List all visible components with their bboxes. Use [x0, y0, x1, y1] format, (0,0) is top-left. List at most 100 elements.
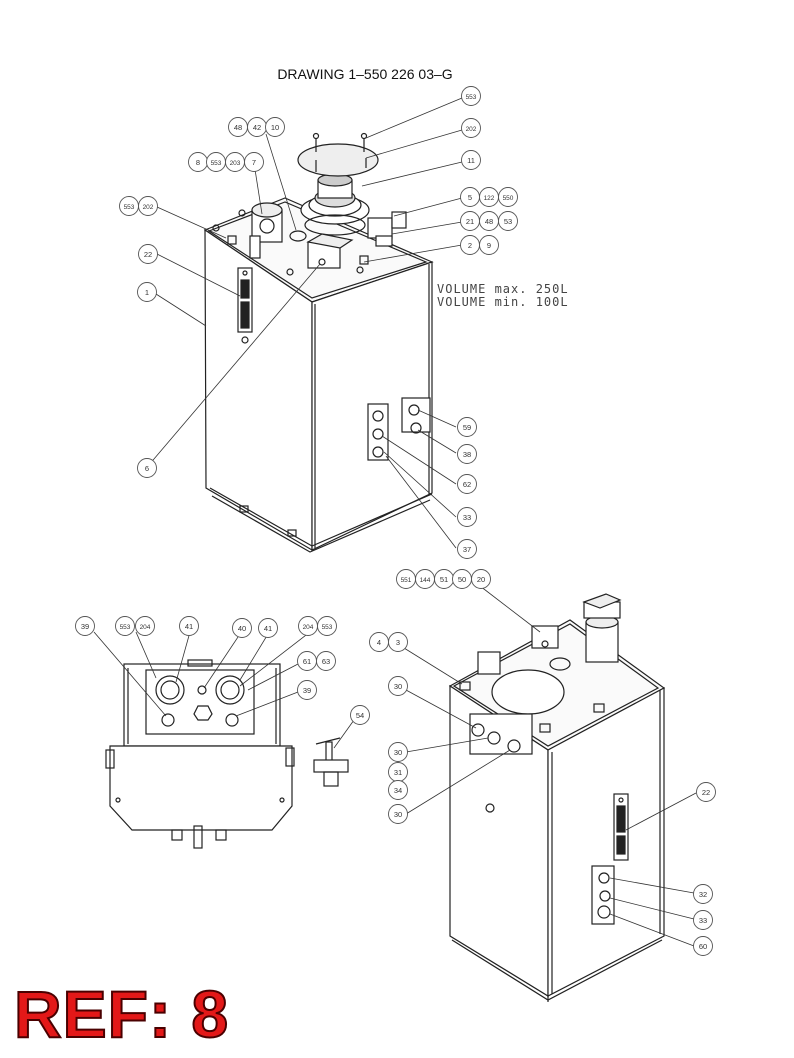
callout-top-assembly-8: 553: [206, 152, 226, 172]
callout-number: 6: [145, 464, 149, 473]
callout-top-assembly-7: 8: [188, 152, 208, 172]
callout-rear-assembly-8: 30: [388, 676, 408, 696]
callout-bubble: [693, 884, 713, 904]
callout-bubble: [350, 705, 370, 725]
callout-rear-assembly-15: 33: [693, 910, 713, 930]
callout-number: 39: [303, 686, 311, 695]
callout-number: 553: [124, 204, 135, 211]
callout-top-assembly-19: 2: [460, 235, 480, 255]
callout-rear-assembly-12: 30: [388, 804, 408, 824]
volume-max-label: VOLUME max. 250L: [437, 282, 569, 296]
callout-top-assembly-1: 553: [461, 86, 481, 106]
callout-bubble: [138, 244, 158, 264]
callout-top-assembly-12: 202: [138, 196, 158, 216]
callout-side-panel-12: 54: [350, 705, 370, 725]
callout-number: 8: [196, 158, 200, 167]
callout-number: 30: [394, 810, 402, 819]
callout-rear-assembly-4: 50: [452, 569, 472, 589]
callout-rear-assembly-1: 551: [396, 569, 416, 589]
callout-rear-assembly-9: 30: [388, 742, 408, 762]
drawing-title: DRAWING 1–550 226 03–G: [277, 66, 453, 82]
callout-number: 553: [211, 160, 222, 167]
callout-number: 7: [252, 158, 256, 167]
callout-bubble: [388, 632, 408, 652]
callout-rear-assembly-11: 34: [388, 780, 408, 800]
callout-bubble: [388, 804, 408, 824]
callout-bubble: [461, 150, 481, 170]
callout-bubble: [115, 616, 135, 636]
callout-number: 4: [377, 638, 381, 647]
callout-number: 38: [463, 450, 471, 459]
callout-top-assembly-15: 550: [498, 187, 518, 207]
callout-number: 202: [466, 126, 477, 133]
callout-number: 37: [463, 545, 471, 554]
callout-bubble: [297, 680, 317, 700]
callout-side-panel-10: 63: [316, 651, 336, 671]
callout-top-assembly-22: 1: [137, 282, 157, 302]
callout-number: 22: [144, 250, 152, 259]
callout-bubble: [498, 187, 518, 207]
callout-top-assembly-21: 22: [138, 244, 158, 264]
callout-bubble: [457, 444, 477, 464]
callout-side-panel-1: 39: [75, 616, 95, 636]
callout-number: 551: [401, 577, 412, 584]
leader-lines-rear: [403, 585, 697, 947]
callout-top-assembly-6: 10: [265, 117, 285, 137]
callout-number: 122: [484, 195, 495, 202]
callout-bubble: [498, 211, 518, 231]
callout-number: 1: [145, 288, 149, 297]
callout-number: 3: [396, 638, 400, 647]
callout-top-assembly-11: 553: [119, 196, 139, 216]
callout-number: 33: [463, 513, 471, 522]
callout-top-assembly-4: 48: [228, 117, 248, 137]
callout-bubble: [457, 417, 477, 437]
callout-top-assembly-10: 7: [244, 152, 264, 172]
callout-top-assembly-28: 37: [457, 539, 477, 559]
callout-bubble: [317, 616, 337, 636]
callout-number: 53: [504, 217, 512, 226]
callout-bubble: [693, 936, 713, 956]
callout-bubble: [137, 458, 157, 478]
callout-rear-assembly-14: 32: [693, 884, 713, 904]
callout-rear-assembly-10: 31: [388, 762, 408, 782]
callout-number: 62: [463, 480, 471, 489]
callout-number: 33: [699, 916, 707, 925]
callout-top-assembly-27: 33: [457, 507, 477, 527]
callout-top-assembly-3: 11: [461, 150, 481, 170]
callout-bubble: [693, 910, 713, 930]
callout-side-panel-7: 204: [298, 616, 318, 636]
callout-side-panel-2: 553: [115, 616, 135, 636]
callout-number: 40: [238, 624, 246, 633]
callout-top-assembly-18: 53: [498, 211, 518, 231]
callout-side-panel-3: 204: [135, 616, 155, 636]
callout-rear-assembly-3: 51: [434, 569, 454, 589]
callout-number: 21: [466, 217, 474, 226]
callout-number: 39: [81, 622, 89, 631]
callout-top-assembly-23: 6: [137, 458, 157, 478]
callout-number: 61: [303, 657, 311, 666]
callout-number: 20: [477, 575, 485, 584]
callout-rear-assembly-2: 144: [415, 569, 435, 589]
callout-bubble: [316, 651, 336, 671]
callout-bubble: [461, 86, 481, 106]
callout-top-assembly-13: 5: [460, 187, 480, 207]
callout-top-assembly-20: 9: [479, 235, 499, 255]
callout-number: 48: [485, 217, 493, 226]
callout-number: 59: [463, 423, 471, 432]
callout-bubble: [696, 782, 716, 802]
callout-bubble: [457, 539, 477, 559]
callout-number: 144: [420, 577, 431, 584]
callout-number: 9: [487, 241, 491, 250]
callout-rear-assembly-6: 4: [369, 632, 389, 652]
callout-rear-assembly-7: 3: [388, 632, 408, 652]
callout-bubble: [388, 742, 408, 762]
side-panel-view: [105, 659, 349, 849]
callout-bubble: [137, 282, 157, 302]
callout-number: 31: [394, 768, 402, 777]
callout-side-panel-8: 553: [317, 616, 337, 636]
callout-number: 2: [468, 241, 472, 250]
callout-number: 550: [503, 195, 514, 202]
callout-bubble: [244, 152, 264, 172]
